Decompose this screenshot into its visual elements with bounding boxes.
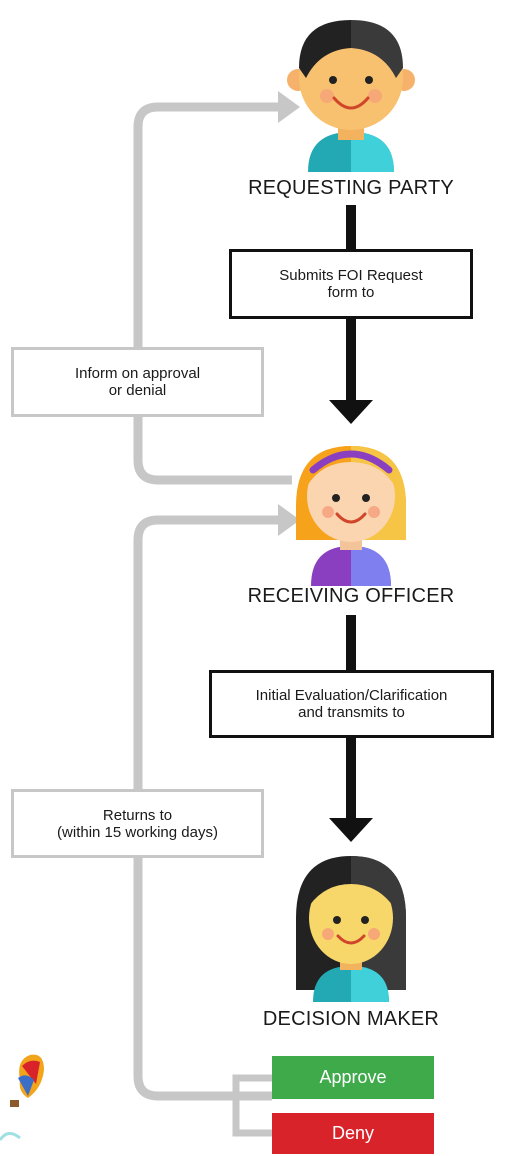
main-arrow-2 — [329, 615, 373, 842]
step-submit-line2: form to — [327, 284, 375, 301]
step-submit-line1: Submits FOI Request — [279, 267, 423, 284]
step-evaluate-line1: Initial Evaluation/Clarification — [255, 687, 448, 704]
role-label-receiving-officer: RECEIVING OFFICER — [247, 585, 455, 607]
boy-avatar-icon — [287, 20, 415, 172]
approve-button[interactable]: Approve — [272, 1056, 434, 1099]
feedback-returns-line2: (within 15 working days) — [57, 823, 218, 841]
feedback-box-inform: Inform on approval or denial — [11, 347, 264, 417]
feedback-arrow-inform — [133, 91, 300, 485]
girl-dark-hair-avatar-icon — [296, 856, 406, 1002]
outcome-bracket — [232, 1074, 272, 1137]
role-label-requesting-party: REQUESTING PARTY — [248, 177, 454, 199]
hot-air-balloon-icon — [0, 1054, 44, 1141]
step-box-evaluate: Initial Evaluation/Clarification and tra… — [209, 670, 494, 738]
step-evaluate-line2: and transmits to — [298, 704, 405, 721]
girl-headband-avatar-icon — [296, 446, 406, 586]
role-label-decision-maker: DECISION MAKER — [262, 1008, 440, 1030]
step-box-submit: Submits FOI Request form to — [229, 249, 473, 319]
deny-button[interactable]: Deny — [272, 1113, 434, 1154]
feedback-inform-line1: Inform on approval — [74, 365, 201, 382]
feedback-returns-line1: Returns to — [102, 806, 173, 824]
feedback-box-returns: Returns to (within 15 working days) — [11, 789, 264, 858]
main-arrow-1 — [329, 205, 373, 424]
feedback-inform-line2: or denial — [108, 382, 167, 399]
